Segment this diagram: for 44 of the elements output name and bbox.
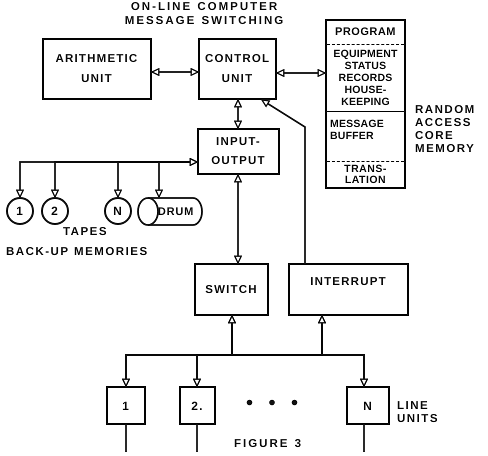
unit-label: INTERRUPT (310, 275, 387, 289)
section-label: TRANS- LATION (344, 164, 387, 186)
unit-label: 2. (191, 398, 204, 412)
memory-column (325, 19, 406, 189)
unit-label: ARITHMETIC UNIT (56, 52, 138, 87)
tape-label: 2 (51, 204, 59, 218)
section-label: EQUIPMENT STATUS RECORDS HOUSE- KEEPING (333, 48, 398, 108)
unit-label: SWITCH (205, 282, 258, 296)
unit-label: INPUT- OUTPUT (211, 134, 266, 168)
connector-arrow (155, 158, 198, 198)
unit-label: CONTROL UNIT (204, 52, 270, 87)
unit-label: 1 (122, 398, 130, 412)
connector-line (363, 425, 365, 452)
connector-arrow (151, 68, 199, 76)
tape-circle (104, 197, 132, 225)
unit-box (198, 38, 277, 100)
unit-box (197, 128, 280, 175)
section-label: PROGRAM (335, 26, 396, 39)
unit-box (194, 263, 269, 316)
connector-arrow (276, 69, 326, 77)
line-unit-box (179, 386, 216, 425)
connector-arrow (261, 99, 306, 263)
tape-label: 1 (16, 204, 24, 218)
line-unit-box (346, 386, 390, 425)
unit-box (288, 263, 409, 316)
drum-label: DRUM (158, 204, 194, 218)
group-label: LINE UNITS (397, 400, 439, 426)
side-label: RANDOM ACCESS CORE MEMORY (415, 104, 476, 156)
group-label: BACK-UP MEMORIES (6, 246, 149, 259)
figure-caption: FIGURE 3 (234, 438, 304, 451)
connector-line (125, 425, 127, 452)
unit-label: N (363, 398, 373, 412)
tape-circle (6, 197, 34, 225)
diagram-title: ON-LINE COMPUTER MESSAGE SWITCHING (124, 0, 286, 28)
tape-circle (41, 197, 69, 225)
section-label: MESSAGE BUFFER (330, 118, 384, 142)
connector-arrow (234, 174, 242, 264)
connector-arrow (234, 99, 242, 129)
unit-box (42, 38, 152, 100)
connector-line (196, 425, 198, 452)
line-unit-box (106, 386, 146, 425)
tape-label: N (113, 204, 123, 218)
connector-arrow (318, 315, 368, 387)
group-label: TAPES (63, 226, 108, 239)
